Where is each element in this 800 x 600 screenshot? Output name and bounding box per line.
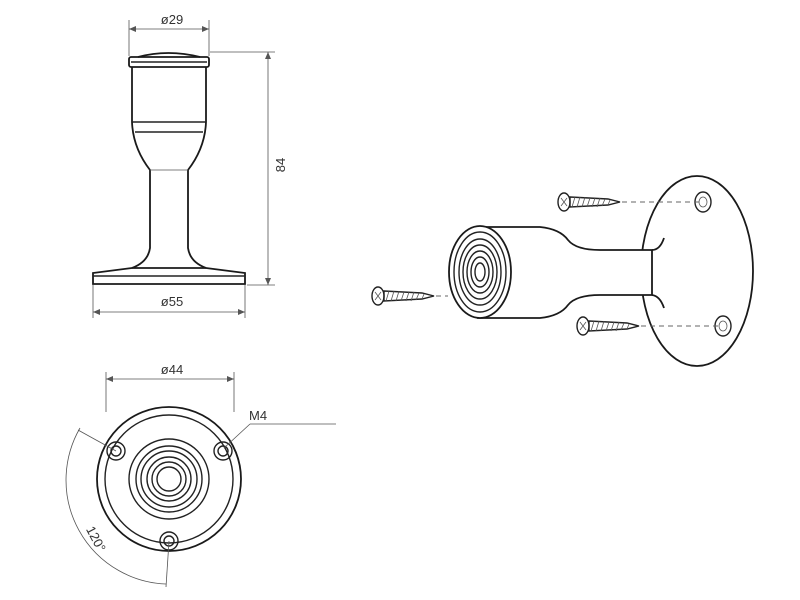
screw-top	[557, 192, 621, 212]
plan-outer-circle	[96, 406, 242, 552]
mounting-plate	[640, 175, 754, 367]
cap-ring	[128, 56, 210, 68]
exploded-isometric-view	[371, 175, 754, 367]
base-diameter-label: ø55	[161, 294, 183, 309]
dimension-top-diameter: ø29	[128, 12, 210, 56]
angle-label: 120°	[83, 523, 109, 554]
dimension-base-diameter: ø55	[92, 285, 246, 318]
side-elevation-view	[92, 52, 246, 285]
top-diameter-label: ø29	[161, 12, 183, 27]
screw-hole-top-left	[106, 441, 126, 461]
angle-arc	[65, 427, 167, 585]
base-flange	[92, 267, 246, 285]
height-label: 84	[273, 158, 288, 172]
cap-top	[137, 52, 201, 58]
screw-center	[371, 286, 435, 306]
thread-callout: M4	[223, 408, 336, 449]
plan-view	[96, 406, 242, 552]
dimension-plan-diameter: ø44	[105, 362, 235, 412]
neck-right	[187, 121, 207, 269]
screw-bottom	[576, 316, 640, 336]
thread-label: M4	[249, 408, 267, 423]
plan-diameter-label: ø44	[161, 362, 183, 377]
neck-left	[131, 121, 151, 269]
screw-hole-top-right	[213, 441, 233, 461]
dimension-height: 84	[210, 51, 288, 286]
